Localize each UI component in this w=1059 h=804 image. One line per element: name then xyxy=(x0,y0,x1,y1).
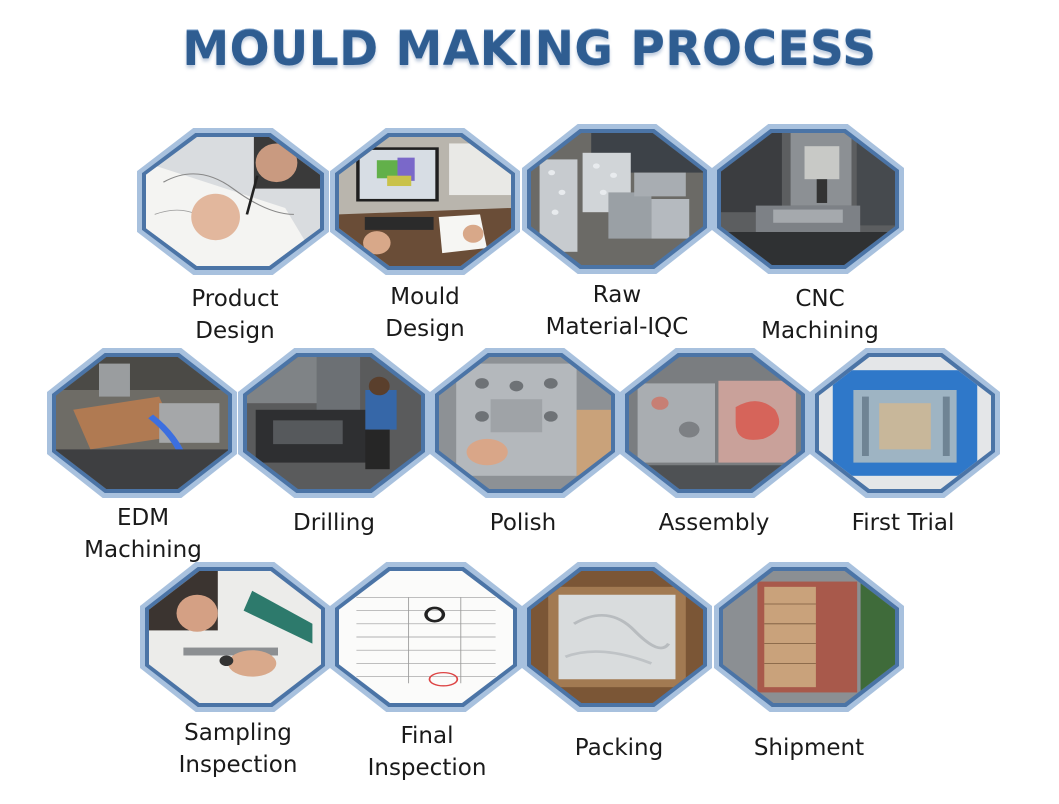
step-label-line1: First Trial xyxy=(851,510,955,536)
step-label-shipment: Shipment xyxy=(724,732,894,764)
sampling-inspection-photo-frame xyxy=(140,562,330,712)
step-label-first-trial: First Trial xyxy=(818,507,988,539)
step-label-line1: Sampling xyxy=(184,720,292,746)
step-label-line2: Machining xyxy=(761,318,879,344)
first-trial-photo-frame xyxy=(810,348,1000,498)
step-label-assembly: Assembly xyxy=(629,507,799,539)
packing-photo-frame xyxy=(522,562,712,712)
step-label-line2: Design xyxy=(385,316,465,342)
computer-cad-photo xyxy=(339,137,511,266)
step-label-cnc-machining: CNC Machining xyxy=(735,283,905,347)
step-label-product-design: Product Design xyxy=(150,283,320,347)
page-title: MOULD MAKING PROCESS xyxy=(182,22,877,77)
step-label-line1: Drilling xyxy=(293,510,375,536)
step-label-line2: Inspection xyxy=(178,752,298,778)
step-label-line1: Raw xyxy=(592,282,642,308)
step-label-drilling: Drilling xyxy=(249,507,419,539)
steel-blocks-photo xyxy=(531,133,703,265)
step-label-sampling-inspection: Sampling Inspection xyxy=(153,717,323,781)
caliper-photo xyxy=(149,571,321,703)
step-label-packing: Packing xyxy=(534,732,704,764)
step-label-line2: Design xyxy=(195,318,275,344)
step-label-line1: CNC xyxy=(795,286,845,312)
polish-photo xyxy=(439,357,611,489)
drilling-photo-frame xyxy=(238,348,430,498)
shipment-photo-frame xyxy=(714,562,904,712)
step-label-line1: Product xyxy=(191,286,279,312)
step-label-line2: Inspection xyxy=(367,755,487,781)
step-label-line1: Polish xyxy=(489,510,557,536)
wooden-crate-photo xyxy=(531,571,703,703)
step-label-line2: Machining xyxy=(84,537,202,563)
assembly-photo-frame xyxy=(620,348,810,498)
assembly-photo xyxy=(629,357,801,489)
step-label-final-inspection: Final Inspection xyxy=(342,720,512,784)
step-label-line2: Material-IQC xyxy=(545,314,689,340)
step-label-mould-design: Mould Design xyxy=(340,281,510,345)
injection-machine-photo xyxy=(819,357,991,489)
step-label-polish: Polish xyxy=(438,507,608,539)
step-label-raw-material: Raw Material-IQC xyxy=(532,279,702,343)
cnc-machining-photo-frame xyxy=(712,124,904,274)
raw-material-photo-frame xyxy=(522,124,712,274)
inspection-report-photo xyxy=(339,571,513,703)
step-label-line1: Assembly xyxy=(658,510,770,536)
edm-machining-photo-frame xyxy=(47,348,237,498)
drilling-photo xyxy=(247,357,421,489)
cnc-machine-photo xyxy=(721,133,895,265)
pen-drawing-photo xyxy=(146,137,320,266)
product-design-photo-frame xyxy=(137,128,329,275)
final-inspection-photo-frame xyxy=(330,562,522,712)
step-label-line1: Shipment xyxy=(753,735,865,761)
edm-machine-photo xyxy=(56,357,228,489)
shipping-container-photo xyxy=(723,571,895,703)
step-label-line1: Final xyxy=(400,723,454,749)
step-label-line1: Packing xyxy=(574,735,664,761)
step-label-line1: Mould xyxy=(390,284,460,310)
polish-photo-frame xyxy=(430,348,620,498)
mould-design-photo-frame xyxy=(330,128,520,275)
step-label-line1: EDM xyxy=(116,505,170,531)
step-label-edm-machining: EDM Machining xyxy=(58,502,228,566)
